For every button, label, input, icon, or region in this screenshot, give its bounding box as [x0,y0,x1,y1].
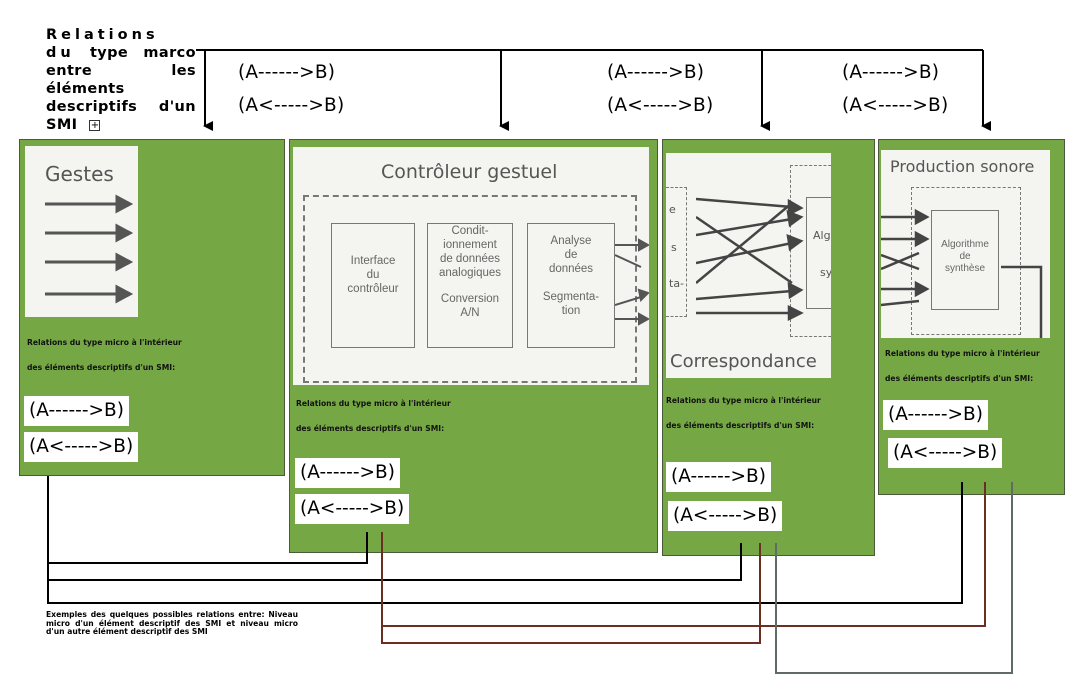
micro-connector-controleur-production [381,482,986,627]
controleur-output-arrows-icon [615,238,649,326]
production-image: Production sonore Algorithme de synthèse [881,150,1050,338]
production-relation-both: (A<----->B) [888,438,1003,468]
correspondance-right-box [806,197,831,309]
diagram-title: Relations du type marco entre les élémen… [46,26,196,134]
title-rest: type marco entre les éléments descriptif… [46,45,196,133]
gestes-arrows-icon [45,194,134,304]
production-caption-line1: Relations du type micro à l'intérieur [885,349,1040,358]
controleur-box3-top: Analyse de données [548,235,594,275]
correspondance-left-frame [666,187,687,317]
correspondance-left-fragment-1: e [669,203,676,216]
production-box-label: Algorithme de synthèse [941,239,989,274]
macro-relation-forward-2: (A------>B) [607,62,705,83]
controleur-image: Contrôleur gestuel Interface du contrôle… [293,147,649,385]
macro-relation-forward-1: (A------>B) [238,62,336,83]
correspondance-relation-forward: (A------>B) [666,462,771,492]
controleur-box-analyse: Analyse de données Segmenta- tion [527,223,615,348]
gestes-image-title: Gestes [45,162,114,186]
macro-relation-both-1: (A<----->B) [238,95,345,116]
micro-connector-gestes-controleur [47,476,368,564]
correspondance-caption-line2: des éléments descriptifs d'un SMI: [666,421,815,430]
controleur-box2-top: Condit- ionnement de données analogiques [438,225,502,279]
micro-connector-controleur-correspondance [381,543,761,644]
micro-connector-gestes-production [47,482,963,604]
correspondance-left-fragment-3: ta- [669,277,685,290]
footer-note: Exemples des quelques possibles relation… [46,610,298,637]
gestes-caption-line1: Relations du type micro à l'intérieur [27,338,182,347]
controleur-relation-forward: (A------>B) [295,458,400,488]
controleur-caption-line1: Relations du type micro à l'intérieur [296,399,451,408]
production-dashed-frame [911,187,1021,335]
plus-box-icon[interactable]: + [89,119,101,131]
micro-connector-gestes-correspondance [47,543,742,581]
correspondance-right-frame [790,165,831,337]
gestes-image: Gestes [25,146,138,317]
micro-connector-correspondance-production [775,482,1013,674]
gestes-caption-line2: des éléments descriptifs d'un SMI: [27,363,176,372]
controleur-box-interface: Interface du contrôleur [331,223,415,348]
gestes-relation-both: (A<----->B) [24,432,139,462]
macro-relation-forward-3: (A------>B) [842,62,940,83]
controleur-box3-bottom: Segmenta- tion [542,291,600,317]
controleur-box-conditionnement: Condit- ionnement de données analogiques… [427,223,513,348]
controleur-image-title: Contrôleur gestuel [381,161,558,183]
correspondance-left-fragment-2: s [671,241,677,254]
controleur-relation-both: (A<----->B) [295,494,410,524]
controleur-caption-line2: des éléments descriptifs d'un SMI: [296,424,445,433]
macro-relation-both-2: (A<----->B) [607,95,714,116]
correspondance-relation-both: (A<----->B) [668,501,783,531]
gestes-relation-forward: (A------>B) [24,396,129,426]
production-image-title: Production sonore [890,157,1035,176]
panel-controleur: Contrôleur gestuel Interface du contrôle… [289,139,658,553]
panel-production: Production sonore Algorithme de synthèse… [878,139,1065,495]
correspondance-cross-arrows-icon [696,197,804,322]
correspondance-right-fragment-2: sy [820,266,831,279]
correspondance-image-title: Correspondance [670,351,817,372]
panel-gestes: Gestes Relations du type micro à l'intér… [19,139,285,476]
correspondance-right-fragment-1: Alg [813,229,831,242]
production-box-algorithme: Algorithme de synthèse [931,210,999,310]
correspondance-caption-line1: Relations du type micro à l'intérieur [666,396,821,405]
correspondance-image: e s ta- Alg sy Correspondance [666,153,831,378]
production-relation-forward: (A------>B) [883,400,988,430]
controleur-dashed-frame [303,195,637,383]
production-caption-line2: des éléments descriptifs d'un SMI: [885,374,1034,383]
macro-relation-both-3: (A<----->B) [842,95,949,116]
title-first-line: Relations du [46,27,159,61]
controleur-box2-bottom: Conversion A/N [440,293,500,319]
production-input-arrows-icon [881,208,1043,338]
panel-correspondance: e s ta- Alg sy Correspondance Relations … [662,139,875,556]
